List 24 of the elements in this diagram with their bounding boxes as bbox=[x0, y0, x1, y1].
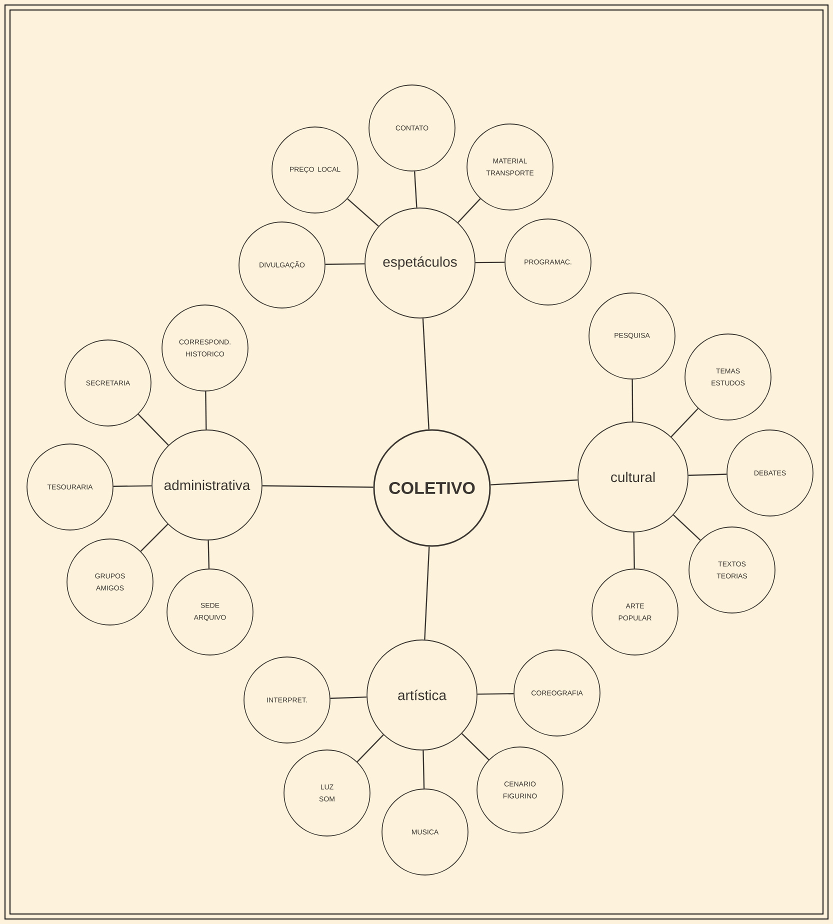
connector-line bbox=[356, 734, 384, 762]
connector-line bbox=[458, 198, 481, 223]
connector-line bbox=[325, 263, 365, 265]
connector-line bbox=[424, 546, 430, 640]
connector-line bbox=[477, 693, 514, 695]
connector-line bbox=[205, 391, 207, 430]
connector-line bbox=[113, 485, 152, 487]
connector-line bbox=[422, 318, 430, 430]
connector-line bbox=[208, 540, 210, 569]
connector-line bbox=[673, 514, 701, 541]
connector-line bbox=[140, 524, 168, 552]
connector-line bbox=[422, 750, 425, 789]
connector-line bbox=[475, 262, 505, 264]
connector-line bbox=[330, 696, 367, 699]
connector-line bbox=[633, 532, 635, 569]
connector-line bbox=[490, 479, 578, 486]
connector-line bbox=[262, 485, 374, 488]
connector-line bbox=[688, 474, 727, 476]
connector-line bbox=[461, 733, 490, 760]
connector-line bbox=[347, 198, 379, 227]
connector-line bbox=[138, 414, 169, 446]
connector-line bbox=[414, 171, 418, 208]
connector-line bbox=[632, 379, 634, 422]
connector-line bbox=[670, 408, 699, 438]
